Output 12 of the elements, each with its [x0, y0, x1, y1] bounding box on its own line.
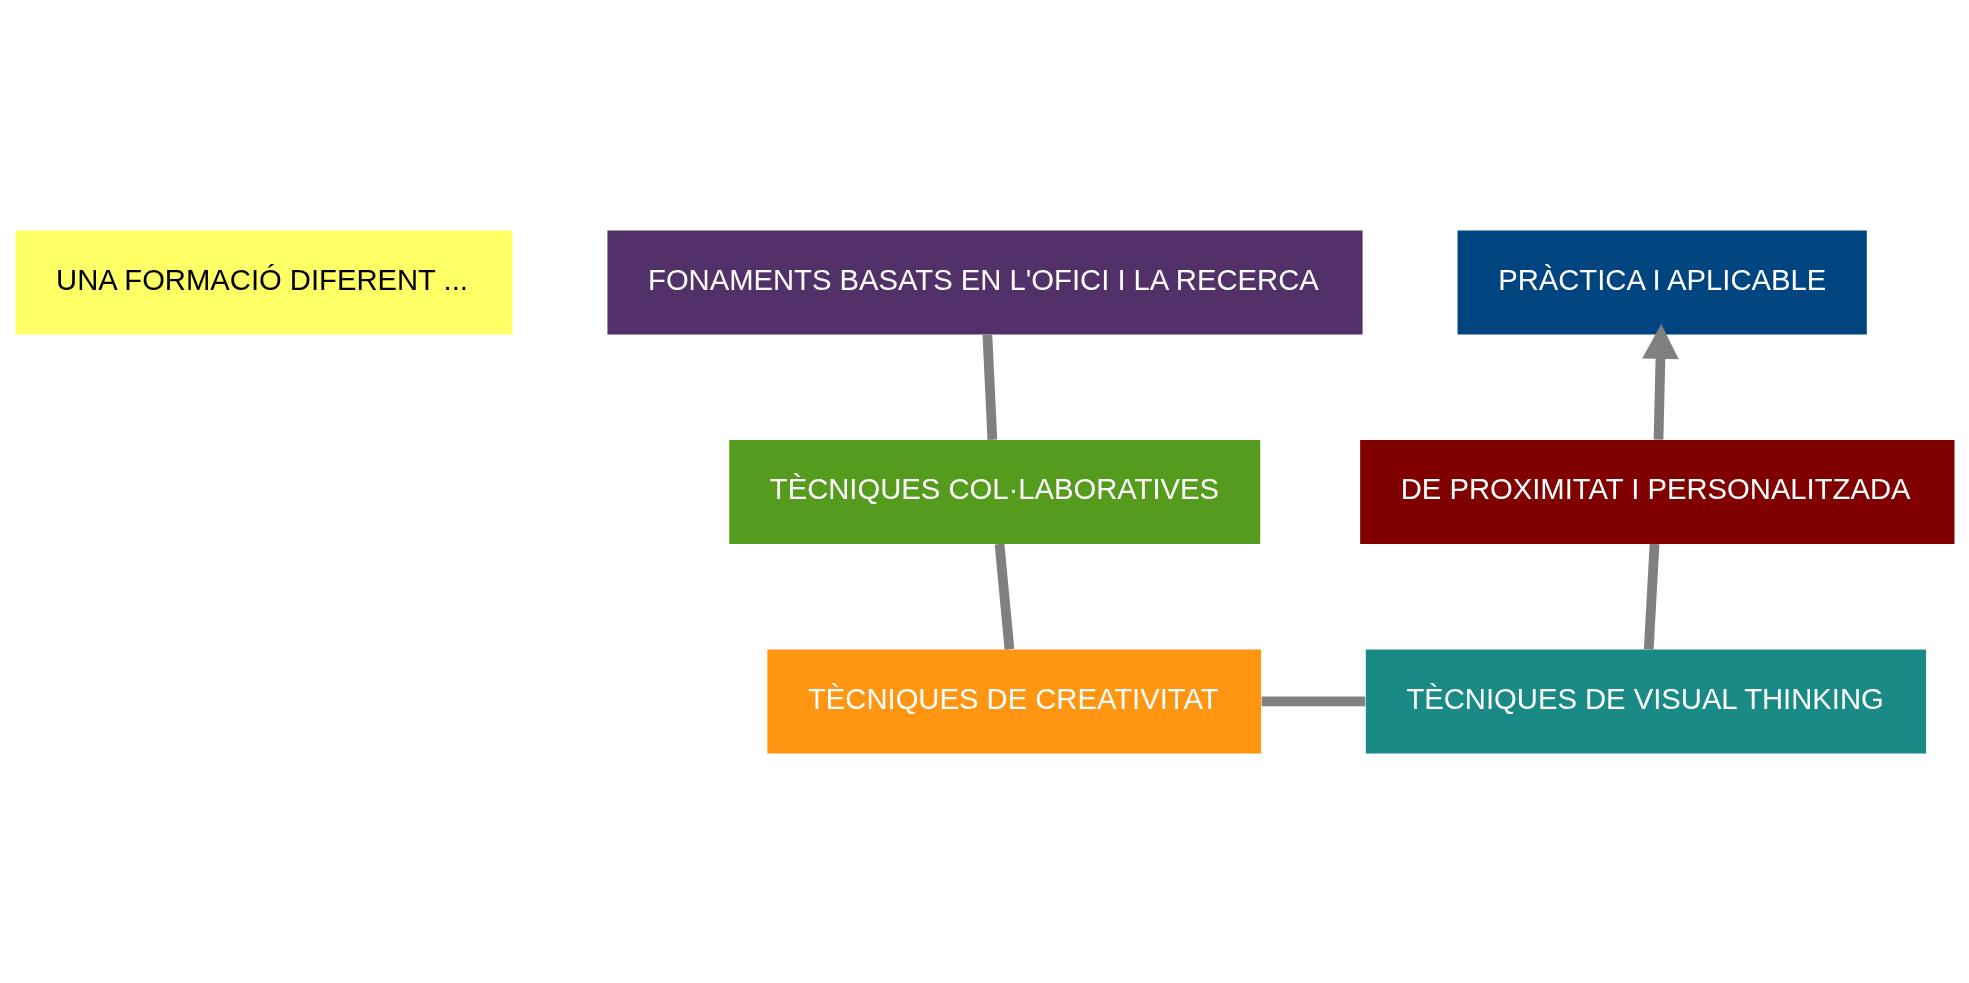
connector [982, 333, 997, 440]
node-box: TÈCNIQUES DE VISUAL THINKING [1365, 649, 1926, 753]
node-box: TÈCNIQUES DE CREATIVITAT [766, 649, 1261, 753]
connector [1261, 696, 1365, 706]
node-box: UNA FORMACIÓ DIFERENT ... [15, 230, 512, 334]
node-box: FONAMENTS BASATS EN L'OFICI I LA RECERCA [606, 230, 1363, 334]
node-box: DE PROXIMITAT I PERSONALITZADA [1359, 439, 1954, 544]
node-box: TÈCNIQUES COL·LABORATIVES [728, 439, 1260, 544]
connector [1643, 543, 1659, 649]
arrow [1641, 323, 1679, 440]
node-box: PRÀCTICA I APLICABLE [1457, 230, 1867, 334]
connector [994, 543, 1014, 650]
